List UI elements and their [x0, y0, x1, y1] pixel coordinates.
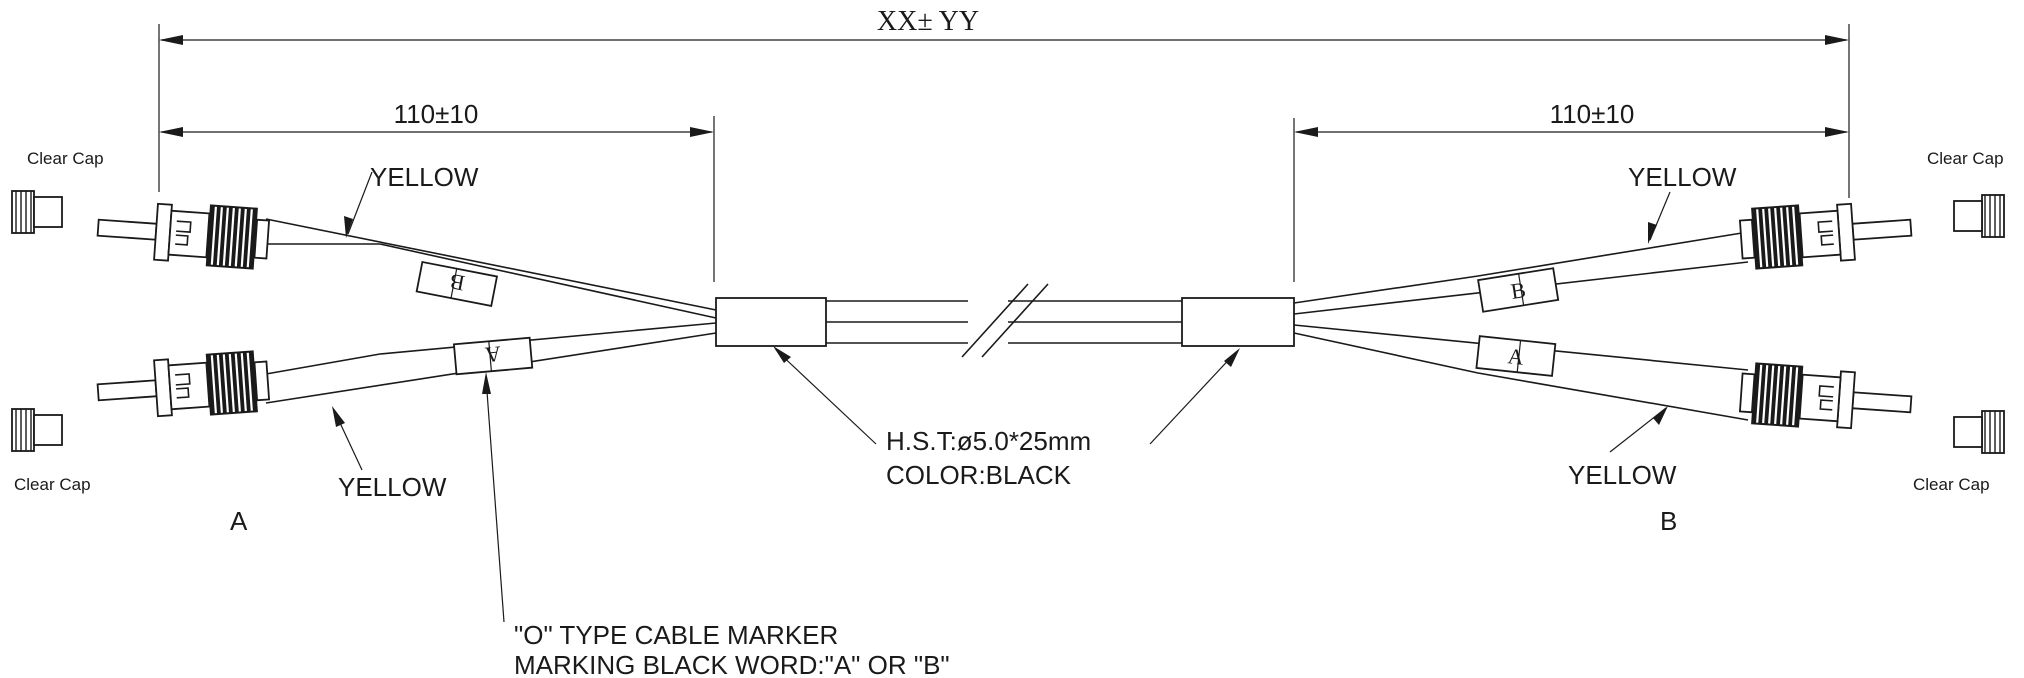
boot-color-top-left: YELLOW [370, 162, 479, 192]
left-upper-leg [265, 218, 717, 319]
cable-marker-note-line2: MARKING BLACK WORD:"A" OR "B" [514, 650, 950, 678]
clear-cap-label-bottom-right: Clear Cap [1913, 475, 1990, 494]
connector-a-lower [94, 348, 271, 425]
cable-marker-note-line1: "O" TYPE CABLE MARKER [514, 620, 838, 650]
connector-b-upper [1738, 195, 1915, 272]
right-section-length-label: 110±10 [1550, 99, 1635, 129]
clear-cap-top-left [11, 190, 63, 234]
heat-shrink-spec-line2: COLOR:BLACK [886, 460, 1072, 490]
clear-cap-label-bottom-left: Clear Cap [14, 475, 91, 494]
clear-cap-bottom-right [1953, 410, 2005, 454]
marker-left-lower-letter: A [484, 341, 502, 367]
clear-cap-label-top-left: Clear Cap [27, 149, 104, 168]
overall-dimension: XX± YY [158, 6, 1850, 198]
boot-color-top-right: YELLOW [1628, 162, 1737, 192]
right-section-dimension: 110±10 [1293, 99, 1849, 282]
boot-color-bottom-right: YELLOW [1568, 460, 1677, 490]
left-section-dimension: 110±10 [159, 99, 715, 282]
marker-left-upper-letter: B [448, 269, 467, 296]
left-section-length-label: 110±10 [394, 99, 479, 129]
cable-marker-left-lower: A [452, 336, 534, 376]
clear-cap-label-top-right: Clear Cap [1927, 149, 2004, 168]
marker-right-upper-letter: B [1509, 277, 1527, 304]
duplex-cable [826, 282, 1182, 362]
overall-length-label: XX± YY [877, 6, 979, 37]
cable-marker-right-lower: A [1475, 335, 1557, 377]
end-label-a: A [230, 506, 248, 536]
clear-cap-top-right [1953, 194, 2005, 238]
heat-shrink-tube-left [715, 297, 827, 347]
heat-shrink-spec-line1: H.S.T:ø5.0*25mm [886, 426, 1091, 456]
clear-cap-bottom-left [11, 408, 63, 452]
cable-marker-left-upper: B [415, 260, 499, 308]
cable-marker-right-upper: B [1477, 267, 1560, 313]
heat-shrink-tube-right [1181, 297, 1295, 347]
end-label-b: B [1660, 506, 1677, 536]
connector-b-lower [1738, 360, 1915, 437]
connector-a-upper [94, 195, 271, 272]
boot-color-bottom-left: YELLOW [338, 472, 447, 502]
marker-right-lower-letter: A [1507, 343, 1526, 370]
